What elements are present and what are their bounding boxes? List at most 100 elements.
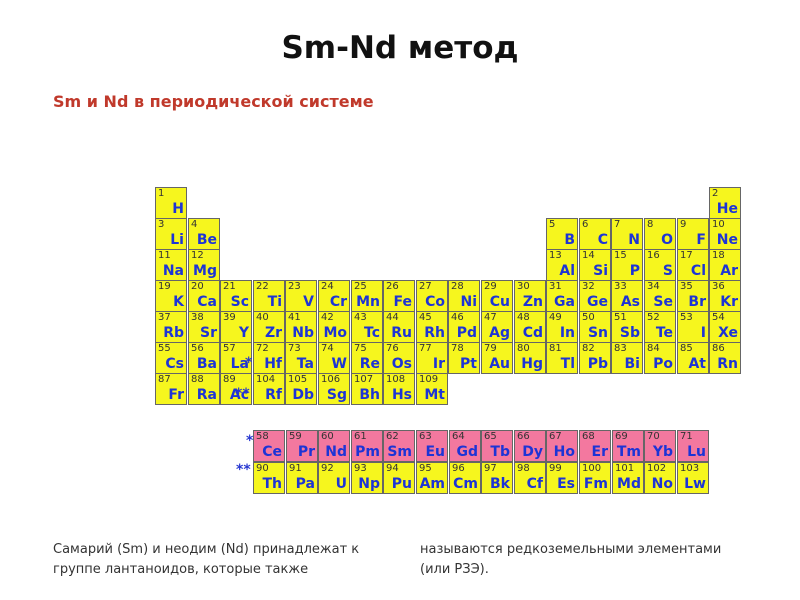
lanthanide-marker-in-table: *	[245, 355, 253, 371]
element-symbol: Pb	[587, 356, 608, 372]
element-symbol: Ce	[262, 444, 282, 460]
element-symbol: Ne	[716, 232, 738, 248]
element-symbol: Ta	[296, 356, 314, 372]
element-symbol: Es	[557, 476, 575, 492]
element-symbol: Mn	[356, 294, 380, 310]
element-symbol: Fr	[168, 387, 184, 403]
atomic-number: 93	[354, 463, 367, 474]
section-subtitle: Sm и Nd в периодической системе	[53, 92, 374, 111]
atomic-number: 23	[288, 281, 301, 292]
atomic-number: 96	[452, 463, 465, 474]
element-symbol: V	[303, 294, 314, 310]
atomic-number: 16	[647, 250, 660, 261]
atomic-number: 92	[321, 463, 334, 474]
atomic-number: 99	[549, 463, 562, 474]
element-symbol: Ar	[720, 263, 738, 279]
atomic-number: 103	[680, 463, 700, 474]
atomic-number: 71	[680, 431, 693, 442]
atomic-number: 66	[517, 431, 530, 442]
atomic-number: 72	[256, 343, 269, 354]
atomic-number: 84	[647, 343, 660, 354]
element-symbol: Mo	[323, 325, 347, 341]
atomic-number: 65	[484, 431, 497, 442]
atomic-number: 27	[419, 281, 432, 292]
atomic-number: 73	[288, 343, 301, 354]
atomic-number: 48	[517, 312, 530, 323]
atomic-number: 82	[582, 343, 595, 354]
element-symbol: F	[696, 232, 706, 248]
element-symbol: No	[651, 476, 673, 492]
element-symbol: Fe	[393, 294, 413, 310]
atomic-number: 87	[158, 374, 171, 385]
text-left-line-1: Самарий (Sm) и неодим (Nd) принадлежат к	[53, 542, 360, 557]
atomic-number: 57	[223, 343, 236, 354]
element-symbol: He	[716, 201, 738, 217]
atomic-number: 90	[256, 463, 269, 474]
atomic-number: 101	[615, 463, 635, 474]
atomic-number: 24	[321, 281, 334, 292]
atomic-number: 81	[549, 343, 562, 354]
atomic-number: 37	[158, 312, 171, 323]
element-symbol: Ba	[196, 356, 217, 372]
element-symbol: Zn	[522, 294, 543, 310]
atomic-number: 64	[452, 431, 465, 442]
element-symbol: Ge	[587, 294, 608, 310]
element-symbol: Eu	[425, 444, 445, 460]
element-symbol: Nd	[325, 444, 347, 460]
element-symbol: Ti	[267, 294, 282, 310]
element-symbol: Er	[591, 444, 608, 460]
element-symbol: Al	[559, 263, 575, 279]
element-symbol: Pd	[456, 325, 477, 341]
atomic-number: 55	[158, 343, 171, 354]
atomic-number: 83	[614, 343, 627, 354]
atomic-number: 4	[191, 219, 198, 230]
actinide-row-marker: **	[236, 462, 251, 478]
element-symbol: Tc	[364, 325, 380, 341]
atomic-number: 76	[386, 343, 399, 354]
element-symbol: Gd	[456, 444, 478, 460]
element-symbol: Ra	[196, 387, 217, 403]
atomic-number: 5	[549, 219, 556, 230]
element-symbol: Mt	[424, 387, 445, 403]
atomic-number: 58	[256, 431, 269, 442]
element-symbol: Tb	[490, 444, 510, 460]
atomic-number: 50	[582, 312, 595, 323]
element-symbol: Ni	[460, 294, 477, 310]
atomic-number: 39	[223, 312, 236, 323]
atomic-number: 7	[614, 219, 621, 230]
element-symbol: Hs	[391, 387, 412, 403]
atomic-number: 21	[223, 281, 236, 292]
